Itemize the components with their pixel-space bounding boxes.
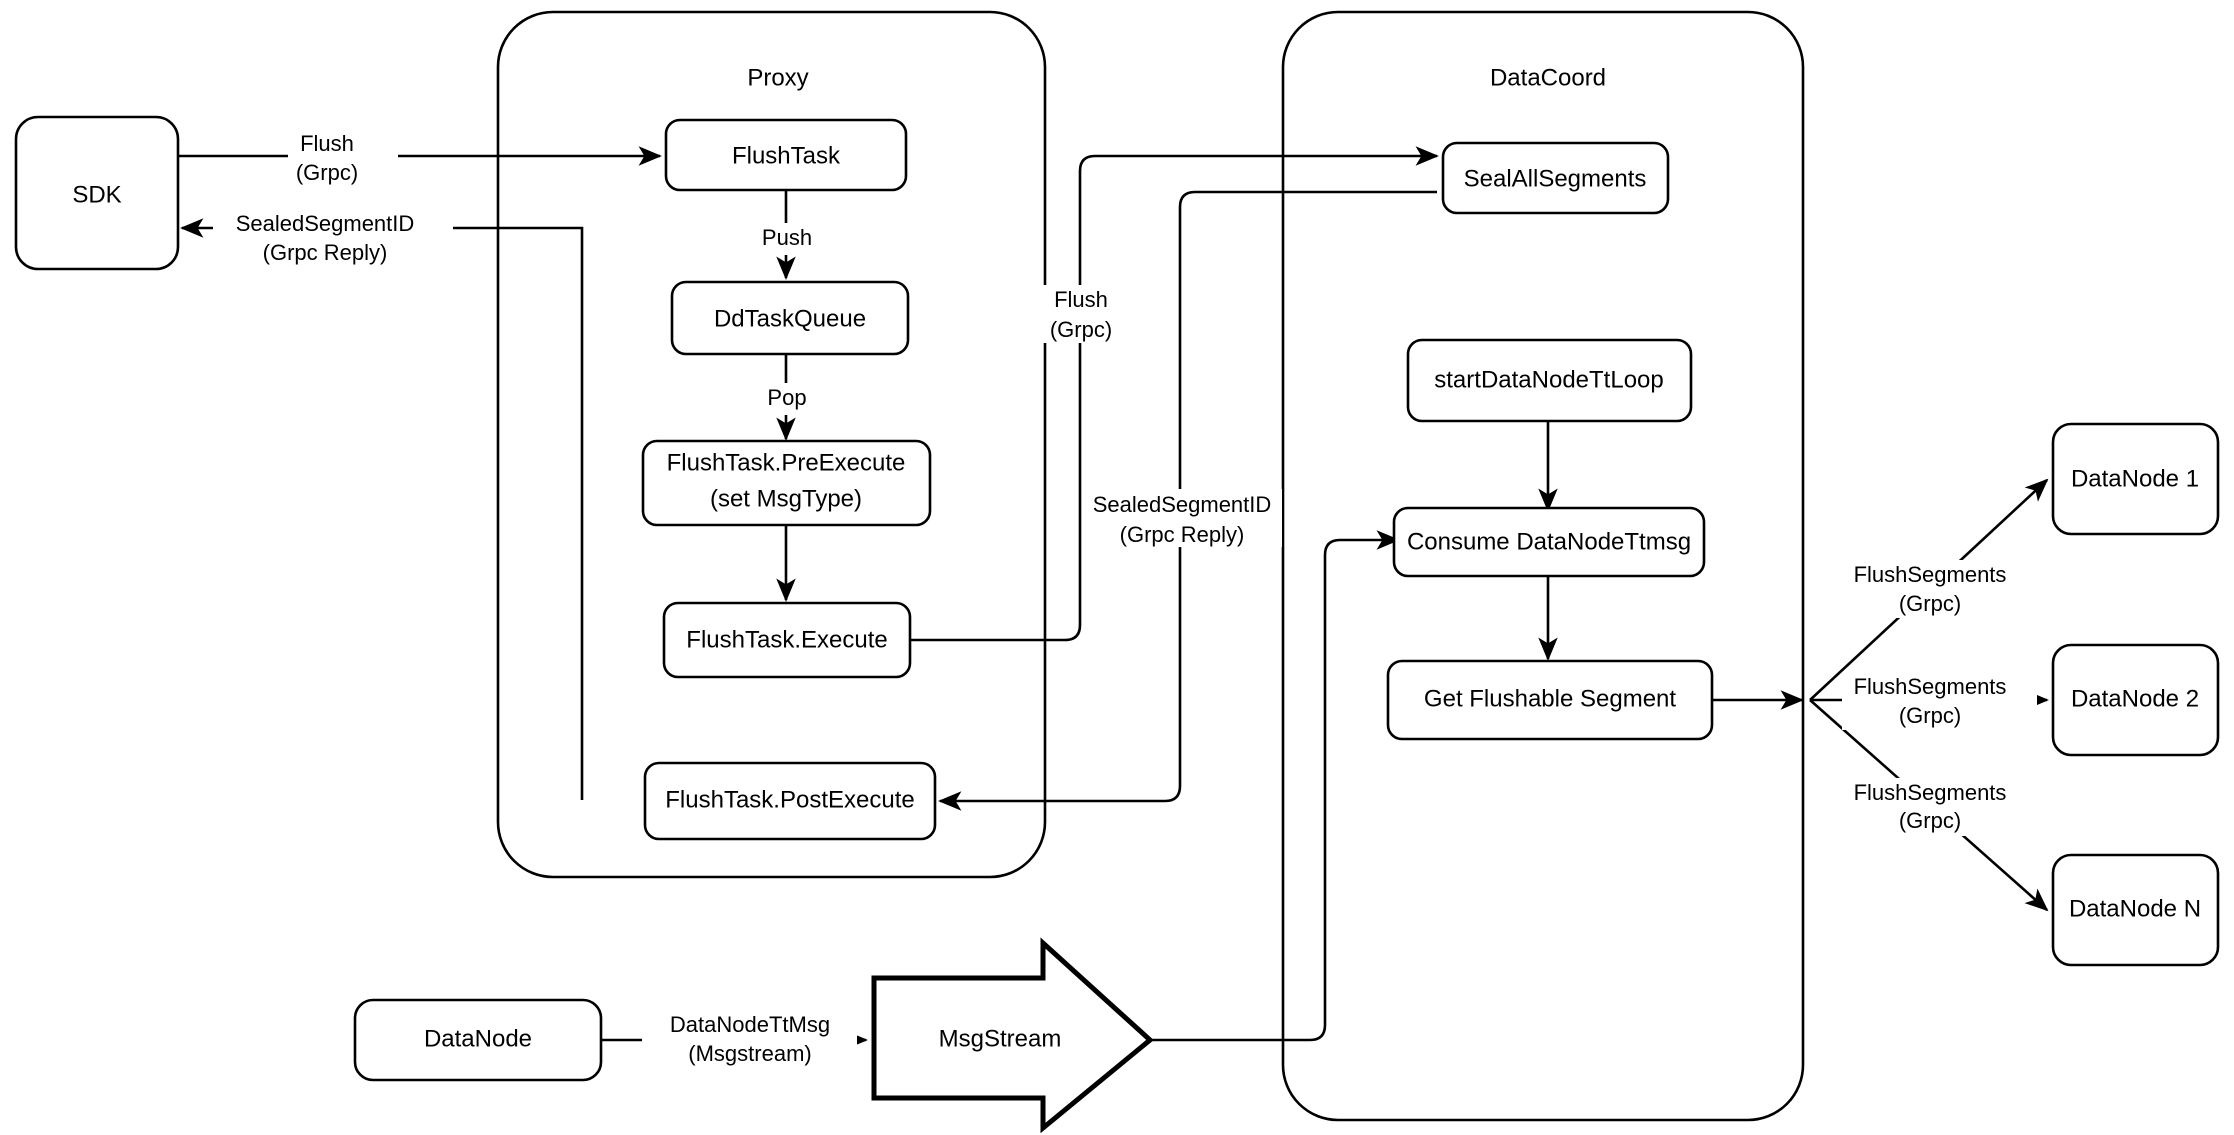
edge-label-sealedsegmentid-reply-line1: SealedSegmentID: [236, 211, 415, 236]
edge-label-flushsegments-1: FlushSegments (Grpc): [1842, 560, 2037, 618]
sdk-box[interactable]: [14, 115, 180, 271]
container-proxy: Proxy: [496, 10, 1047, 879]
proxy-boundary: [496, 10, 1047, 879]
msgstream-label: MsgStream: [939, 1025, 1062, 1052]
ddtaskqueue-label: DdTaskQueue: [714, 305, 866, 332]
node-datanode-1[interactable]: DataNode 1: [2051, 422, 2220, 536]
edge-label-flushsegments-2: FlushSegments (Grpc): [1842, 672, 2037, 730]
edge-label-datanode-ttmsg-line2: (Msgstream): [688, 1041, 811, 1066]
edge-label-push-text: Push: [762, 225, 812, 250]
node-sealallsegments[interactable]: SealAllSegments: [1441, 141, 1670, 215]
node-flushtask-execute[interactable]: FlushTask.Execute: [662, 601, 912, 679]
datanode-1-label: DataNode 1: [2071, 465, 2199, 492]
flushtask-execute-box[interactable]: [662, 601, 912, 679]
edge-label-datacoord-to-proxy-reply: SealedSegmentID (Grpc Reply): [1082, 489, 1282, 547]
edge-label-flushsegments-n-line1: FlushSegments: [1854, 780, 2007, 805]
ddtaskqueue-box[interactable]: [670, 280, 910, 356]
node-datanode-n[interactable]: DataNode N: [2051, 853, 2220, 967]
edge-label-flushsegments-1-line1: FlushSegments: [1854, 562, 2007, 587]
edge-label-pop-text: Pop: [767, 385, 806, 410]
edge-label-pop: Pop: [752, 383, 822, 415]
edge-label-sdk-flush: Flush (Grpc): [288, 130, 398, 186]
consume-datanode-ttmsg-label: Consume DataNodeTtmsg: [1407, 528, 1691, 555]
edge-label-datacoord-to-proxy-reply-line2: (Grpc Reply): [1120, 522, 1245, 547]
start-datanode-ttloop-box[interactable]: [1406, 338, 1693, 423]
edge-label-flushsegments-1-line2: (Grpc): [1899, 591, 1961, 616]
edge-label-datanode-ttmsg-line1: DataNodeTtMsg: [670, 1012, 830, 1037]
edge-label-sdk-flush-line2: (Grpc): [296, 160, 358, 185]
edge-label-proxy-to-datacoord-flush-line1: Flush: [1054, 287, 1108, 312]
flushtask-preexecute-label-line2: (set MsgType): [710, 485, 862, 512]
node-datanode-2[interactable]: DataNode 2: [2051, 643, 2220, 757]
node-flushtask-postexecute[interactable]: FlushTask.PostExecute: [643, 761, 937, 841]
edge-msgstream-to-consume: [1150, 530, 1400, 1042]
flushtask-preexecute-label-line1: FlushTask.PreExecute: [667, 449, 906, 476]
datacoord-title: DataCoord: [1490, 64, 1606, 91]
node-flushtask-preexecute[interactable]: FlushTask.PreExecute (set MsgType): [641, 439, 932, 527]
edge-label-datanode-ttmsg: DataNodeTtMsg (Msgstream): [642, 1011, 857, 1069]
get-flushable-segment-box[interactable]: [1386, 659, 1714, 741]
datanode-2-label: DataNode 2: [2071, 685, 2199, 712]
node-consume-datanode-ttmsg[interactable]: Consume DataNodeTtmsg: [1392, 506, 1706, 578]
node-ddtaskqueue[interactable]: DdTaskQueue: [670, 280, 910, 356]
flushtask-postexecute-label: FlushTask.PostExecute: [665, 786, 914, 813]
datanode-2-box[interactable]: [2051, 643, 2220, 757]
proxy-title: Proxy: [747, 64, 808, 91]
sdk-label: SDK: [72, 181, 121, 208]
msgstream-arrow-shape[interactable]: [871, 937, 1154, 1134]
datanode-n-label: DataNode N: [2069, 895, 2201, 922]
edge-label-proxy-to-datacoord-flush: Flush (Grpc): [1032, 285, 1142, 343]
flushtask-preexecute-box[interactable]: [641, 439, 932, 527]
edge-postexecute-to-sdk: [180, 218, 584, 800]
node-get-flushable-segment[interactable]: Get Flushable Segment: [1386, 659, 1714, 741]
datanode-bottom-label: DataNode: [424, 1025, 532, 1052]
edge-label-proxy-to-datacoord-flush-line2: (Grpc): [1050, 317, 1112, 342]
sealallsegments-box[interactable]: [1441, 141, 1670, 215]
flushtask-box[interactable]: [664, 118, 908, 192]
start-datanode-ttloop-label: startDataNodeTtLoop: [1434, 366, 1663, 393]
node-flushtask[interactable]: FlushTask: [664, 118, 908, 192]
get-flushable-segment-label: Get Flushable Segment: [1424, 685, 1676, 712]
datanode-n-box[interactable]: [2051, 853, 2220, 967]
container-datacoord: DataCoord: [1281, 10, 1805, 1122]
node-msgstream[interactable]: MsgStream: [871, 937, 1154, 1134]
flushtask-label: FlushTask: [732, 142, 841, 169]
datanode-bottom-box[interactable]: [353, 998, 603, 1082]
edge-label-flushsegments-n-line2: (Grpc): [1899, 808, 1961, 833]
flushtask-postexecute-box[interactable]: [643, 761, 937, 841]
flushtask-execute-label: FlushTask.Execute: [686, 626, 887, 653]
edge-label-sealedsegmentid-reply-line2: (Grpc Reply): [263, 240, 388, 265]
sealallsegments-label: SealAllSegments: [1464, 165, 1647, 192]
node-datanode-bottom[interactable]: DataNode: [353, 998, 603, 1082]
edge-label-sealedsegmentid-reply: SealedSegmentID (Grpc Reply): [213, 211, 453, 267]
node-start-datanode-ttloop[interactable]: startDataNodeTtLoop: [1406, 338, 1693, 423]
edge-label-datacoord-to-proxy-reply-line1: SealedSegmentID: [1093, 492, 1272, 517]
edge-label-flushsegments-2-line1: FlushSegments: [1854, 674, 2007, 699]
edge-label-flushsegments-n: FlushSegments (Grpc): [1842, 778, 2037, 836]
node-sdk[interactable]: SDK: [14, 115, 180, 271]
consume-datanode-ttmsg-box[interactable]: [1392, 506, 1706, 578]
edge-label-push: Push: [748, 223, 826, 255]
datanode-1-box[interactable]: [2051, 422, 2220, 536]
edge-label-sdk-flush-line1: Flush: [300, 131, 354, 156]
datacoord-boundary: [1281, 10, 1805, 1122]
edge-label-flushsegments-2-line2: (Grpc): [1899, 703, 1961, 728]
edge-execute-to-sealallsegments: [910, 146, 1439, 642]
